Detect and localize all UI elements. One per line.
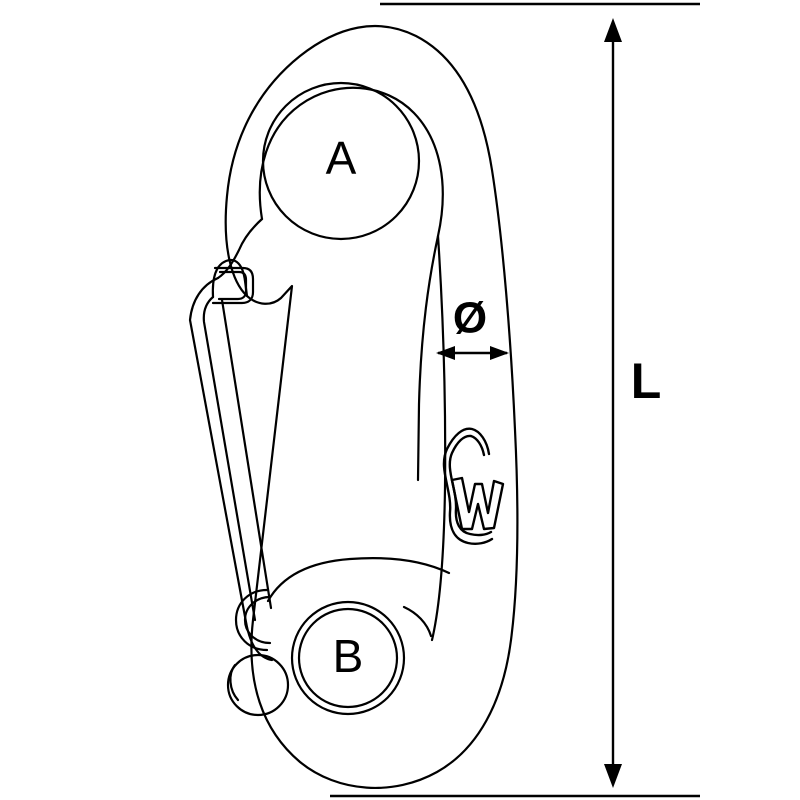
logo-w-letter (450, 476, 505, 531)
dimension-overall-length: L (330, 2, 700, 798)
dimension-stock-diameter: Ø (436, 294, 509, 360)
gate-lever-inner-left (202, 295, 257, 622)
gate-opening-circle-b-inner (297, 607, 399, 709)
gate-opening-circle-b-outer (290, 600, 406, 716)
eye-opening-circle-a (261, 81, 421, 241)
w-logo-stamp (442, 427, 505, 545)
eye-opening-label: A (326, 132, 357, 184)
length-arrow-up-icon (604, 18, 622, 42)
gate-pivot-ring (234, 588, 269, 652)
gate-ball-end (226, 653, 290, 717)
gate-spring-rod (220, 298, 273, 610)
gate-ball-end-shade (229, 663, 240, 702)
gate-keeper-tab (211, 266, 255, 305)
hook-nose-inner-line (402, 605, 433, 638)
snap-hook-part (188, 24, 519, 789)
eye-opening-outer-contour (258, 86, 444, 482)
length-arrow-down-icon (604, 764, 622, 788)
logo-shield-outline (442, 427, 494, 545)
diameter-label: Ø (453, 294, 487, 343)
gate-pivot-ring-inner (243, 595, 272, 645)
gate-opening-label: B (333, 630, 364, 682)
overall-length-label: L (631, 353, 662, 409)
hook-body-outline (224, 24, 519, 789)
nose-shelf-contour (266, 557, 451, 603)
gate-keeper-tab-inner (217, 270, 248, 301)
